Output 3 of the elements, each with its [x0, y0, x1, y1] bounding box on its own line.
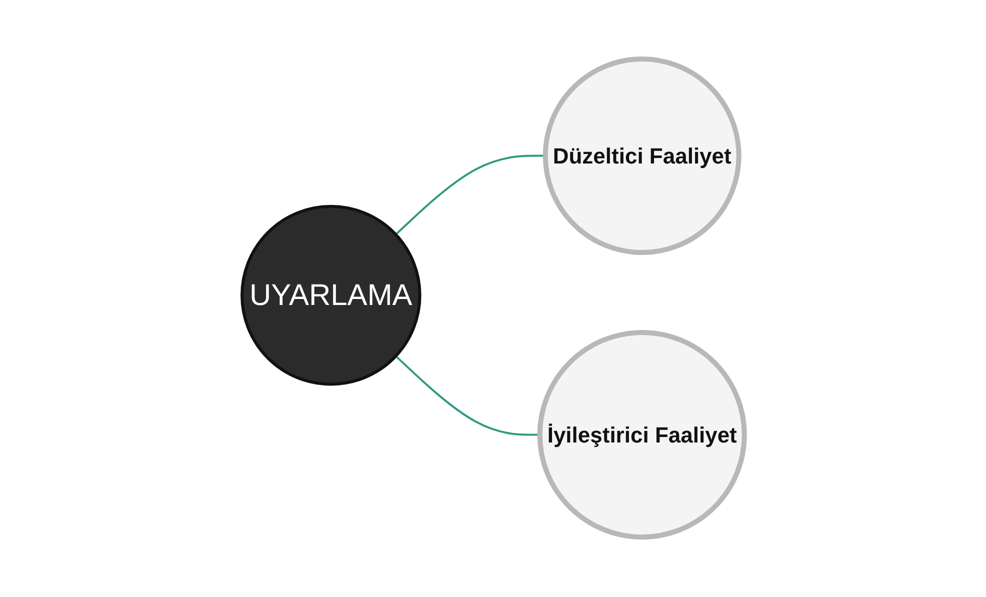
node-circle: İyileştirici Faaliyet: [537, 330, 747, 540]
node-circle: UYARLAMA: [240, 205, 422, 386]
node-circle: Düzeltici Faaliyet: [542, 56, 742, 256]
